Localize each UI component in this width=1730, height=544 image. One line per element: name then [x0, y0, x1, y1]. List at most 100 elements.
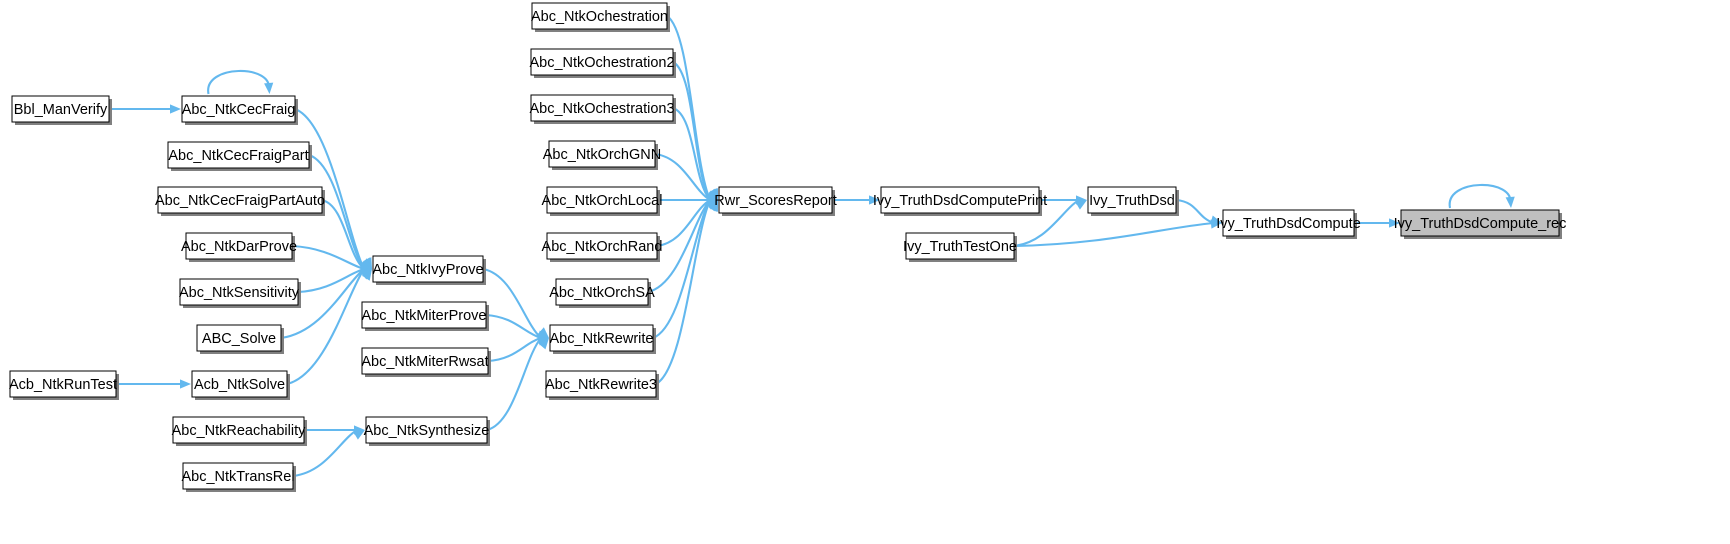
node-box[interactable]: [530, 94, 674, 122]
graph-edge: [1013, 199, 1087, 248]
graph-node-abc-solve[interactable]: ABC_Solve: [196, 324, 284, 354]
graph-edge: [321, 198, 372, 270]
graph-node-abc-ntkrewrite3[interactable]: Abc_NtkRewrite3: [545, 370, 659, 400]
node-label: Abc_NtkIvyProve: [372, 262, 483, 278]
node-box[interactable]: [365, 416, 488, 444]
node-box[interactable]: [531, 2, 668, 30]
graph-node-abc-ntkcecfraigpartauto[interactable]: Abc_NtkCecFraigPartAuto: [155, 186, 325, 216]
node-label: Acb_NtkSolve: [194, 377, 285, 393]
edge-arrowhead: [1075, 200, 1087, 210]
node-box[interactable]: [530, 48, 674, 76]
node-box[interactable]: [9, 370, 117, 398]
graph-node-abc-ntkorchsa[interactable]: Abc_NtkOrchSA: [549, 278, 655, 308]
graph-node-abc-ntkreachability[interactable]: Abc_NtkReachability: [172, 416, 307, 446]
graph-node-abc-ntkcecfraig[interactable]: Abc_NtkCecFraig: [181, 95, 298, 125]
node-box[interactable]: [361, 301, 487, 329]
node-box[interactable]: [372, 255, 484, 283]
graph-edge: [482, 267, 549, 339]
graph-node-ivy-truthdsdcompute-rec[interactable]: Ivy_TruthDsdCompute_rec: [1394, 209, 1567, 239]
node-box[interactable]: [548, 140, 656, 168]
node-label: Abc_NtkOchestration2: [529, 55, 674, 71]
graph-edge: [292, 429, 365, 478]
graph-node-abc-ntktransrel[interactable]: Abc_NtkTransRel: [181, 462, 296, 492]
edge-arrowhead: [180, 379, 191, 389]
node-label: Abc_NtkOrchRand: [542, 239, 663, 255]
graph-edge: [652, 199, 718, 339]
graph-node-abc-ntksensitivity[interactable]: Abc_NtkSensitivity: [179, 278, 301, 308]
graph-node-abc-ntkrewrite[interactable]: Abc_NtkRewrite: [549, 324, 656, 354]
graph-edge: [1448, 183, 1515, 209]
node-box[interactable]: [182, 462, 294, 490]
edge-arrowhead: [362, 269, 372, 281]
edge-arrowhead: [1210, 215, 1222, 225]
node-label: Abc_NtkOrchLocal: [542, 193, 663, 209]
graph-node-abc-ntkorchrand[interactable]: Abc_NtkOrchRand: [542, 232, 663, 262]
graph-node-ivy-truthdsd[interactable]: Ivy_TruthDsd: [1087, 186, 1179, 216]
node-box[interactable]: [546, 186, 658, 214]
node-box[interactable]: [172, 416, 305, 444]
graph-edge: [116, 379, 191, 389]
node-box[interactable]: [546, 232, 658, 260]
graph-node-abc-ntkdarprove[interactable]: Abc_NtkDarProve: [181, 232, 297, 262]
node-box[interactable]: [157, 186, 323, 214]
graph-node-abc-ntkmiterrwsat[interactable]: Abc_NtkMiterRwsat: [361, 347, 491, 377]
graph-node-abc-ntksynthesize[interactable]: Abc_NtkSynthesize: [364, 416, 490, 446]
graph-node-ivy-truthtestone[interactable]: Ivy_TruthTestOne: [903, 232, 1017, 262]
graph-node-abc-ntkochestration[interactable]: Abc_NtkOchestration: [531, 2, 670, 32]
node-box[interactable]: [181, 95, 296, 123]
node-box[interactable]: [196, 324, 282, 352]
node-box[interactable]: [880, 186, 1040, 214]
node-box[interactable]: [545, 370, 657, 398]
node-label: Abc_NtkTransRel: [181, 469, 294, 485]
node-box[interactable]: [179, 278, 299, 306]
node-label: Abc_NtkRewrite3: [545, 377, 657, 393]
node-label: Ivy_TruthDsdCompute: [1216, 216, 1361, 232]
graph-edge: [1175, 198, 1222, 225]
node-box[interactable]: [555, 278, 649, 306]
graph-edge: [832, 195, 880, 205]
graph-node-abc-ntkorchlocal[interactable]: Abc_NtkOrchLocal: [542, 186, 663, 216]
graph-node-abc-ntkivyprove[interactable]: Abc_NtkIvyProve: [372, 255, 486, 285]
node-label: Ivy_TruthDsdCompute_rec: [1394, 216, 1567, 232]
node-box[interactable]: [1222, 209, 1355, 237]
edge-arrowhead: [538, 338, 549, 350]
node-box[interactable]: [905, 232, 1015, 260]
graph-node-abc-ntkochestration3[interactable]: Abc_NtkOchestration3: [529, 94, 676, 124]
edge-arrowhead: [1389, 218, 1400, 228]
node-layer: Bbl_ManVerify Abc_NtkCecFraigAbc_NtkCecFr…: [9, 2, 1567, 492]
node-label: Rwr_ScoresReport: [714, 193, 837, 209]
node-box[interactable]: [1087, 186, 1177, 214]
graph-node-ivy-truthdsdcomputeprint[interactable]: Ivy_TruthDsdComputePrint: [873, 186, 1047, 216]
edge-layer: [109, 15, 1515, 478]
node-label: ABC_Solve: [202, 331, 276, 347]
graph-node-abc-ntkochestration2[interactable]: Abc_NtkOchestration2: [529, 48, 676, 78]
node-box[interactable]: [549, 324, 654, 352]
graph-node-abc-ntkorchgnn[interactable]: Abc_NtkOrchGNN: [543, 140, 661, 170]
node-box[interactable]: [11, 95, 110, 123]
graph-edge: [286, 268, 372, 386]
graph-node-abc-ntkcecfraigpart[interactable]: Abc_NtkCecFraigPart: [167, 141, 312, 171]
node-box[interactable]: [191, 370, 288, 398]
node-label: Abc_NtkCecFraigPart: [168, 148, 308, 164]
node-box[interactable]: [167, 141, 310, 169]
graph-node-bbl-manverify[interactable]: Bbl_ManVerify: [11, 95, 112, 125]
node-box[interactable]: [185, 232, 293, 260]
node-label: Ivy_TruthDsdComputePrint: [873, 193, 1047, 209]
edge-arrowhead: [170, 104, 181, 114]
node-box[interactable]: [361, 347, 489, 375]
node-box[interactable]: [718, 186, 833, 214]
graph-edge: [655, 199, 718, 385]
graph-node-abc-ntkmiterprove[interactable]: Abc_NtkMiterProve: [361, 301, 489, 331]
graph-node-ivy-truthdsdcompute[interactable]: Ivy_TruthDsdCompute: [1216, 209, 1361, 239]
node-label: Acb_NtkRunTest: [9, 377, 117, 393]
node-box[interactable]: [1400, 209, 1560, 237]
node-label: Bbl_ManVerify: [14, 102, 108, 118]
graph-node-acb-ntkruntest[interactable]: Acb_NtkRunTest: [9, 370, 119, 400]
edge-arrowhead: [360, 258, 372, 269]
node-label: Abc_NtkDarProve: [181, 239, 297, 255]
node-label: Abc_NtkRewrite: [550, 331, 654, 347]
graph-node-rwr-scoresreport[interactable]: Rwr_ScoresReport: [714, 186, 837, 216]
node-label: Ivy_TruthTestOne: [903, 239, 1017, 255]
graph-node-acb-ntksolve[interactable]: Acb_NtkSolve: [191, 370, 290, 400]
